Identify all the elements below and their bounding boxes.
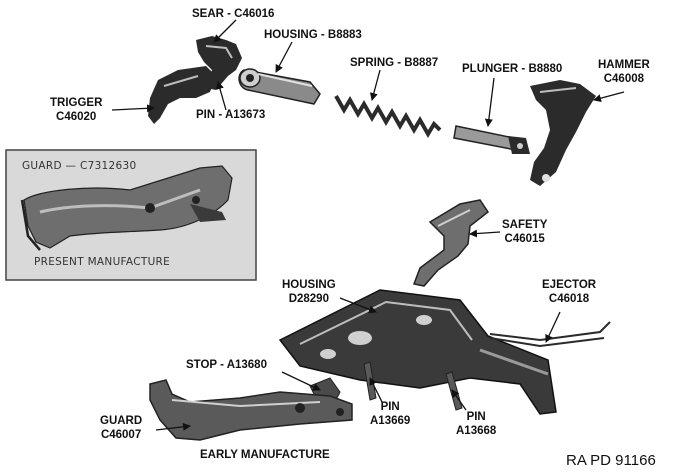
label-plunger: PLUNGER - B8880 (462, 63, 563, 75)
label-safety-line2: C46015 (504, 233, 545, 245)
label-ejector-line1: EJECTOR (542, 279, 597, 291)
label-stop: STOP - A13680 (186, 359, 267, 371)
label-housing-b8883: HOUSING - B8883 (264, 29, 362, 41)
leader-lines (111, 19, 625, 431)
label-pin-a13673: PIN - A13673 (196, 109, 266, 121)
label-safety-line1: SAFETY (502, 219, 548, 231)
label-trigger-line1: TRIGGER (50, 97, 103, 109)
housing-d-part (278, 289, 557, 415)
label-safety: SAFETY C46015 (502, 218, 547, 246)
label-hammer: HAMMER C46008 (598, 58, 650, 86)
label-guard: GUARD C46007 (100, 414, 142, 442)
safety-part (412, 199, 490, 287)
label-housing-d-line1: HOUSING (282, 279, 336, 291)
label-housing-d-line2: D28290 (288, 293, 329, 305)
inset-caption: PRESENT MANUFACTURE (34, 256, 171, 268)
inset-present-guard (5, 149, 257, 281)
label-ejector: EJECTOR C46018 (542, 278, 596, 306)
inset-guard-label: GUARD — C7312630 (22, 160, 137, 172)
label-pin-a13669-line1: PIN (380, 401, 400, 413)
label-housing-d28290: HOUSING D28290 (282, 278, 336, 306)
label-early-manufacture: EARLY MANUFACTURE (200, 449, 330, 461)
label-hammer-line1: HAMMER (598, 59, 650, 71)
label-guard-line2: C46007 (100, 429, 142, 441)
label-pin-a13668-line1: PIN (466, 411, 486, 423)
reference-number: RA PD 91166 (566, 452, 656, 469)
label-hammer-line2: C46008 (603, 73, 645, 85)
label-trigger-line2: C46020 (56, 111, 97, 123)
sear-part (196, 36, 242, 90)
ejector-part (489, 321, 611, 348)
label-pin-a13668: PIN A13668 (456, 410, 496, 438)
label-trigger: TRIGGER C46020 (50, 96, 102, 124)
plunger-part (453, 125, 530, 154)
spring-part (334, 95, 442, 138)
hammer-part (530, 80, 596, 186)
label-guard-line1: GUARD (100, 415, 143, 427)
label-pin-a13669-line2: A13669 (370, 415, 411, 427)
trigger-part (148, 66, 216, 124)
label-ejector-line2: C46018 (548, 293, 590, 305)
label-sear: SEAR - C46016 (192, 8, 275, 20)
label-pin-a13669: PIN A13669 (370, 400, 410, 428)
label-pin-a13668-line2: A13668 (456, 425, 497, 437)
label-spring: SPRING - B8887 (350, 57, 439, 69)
housing-b-part (238, 68, 321, 105)
